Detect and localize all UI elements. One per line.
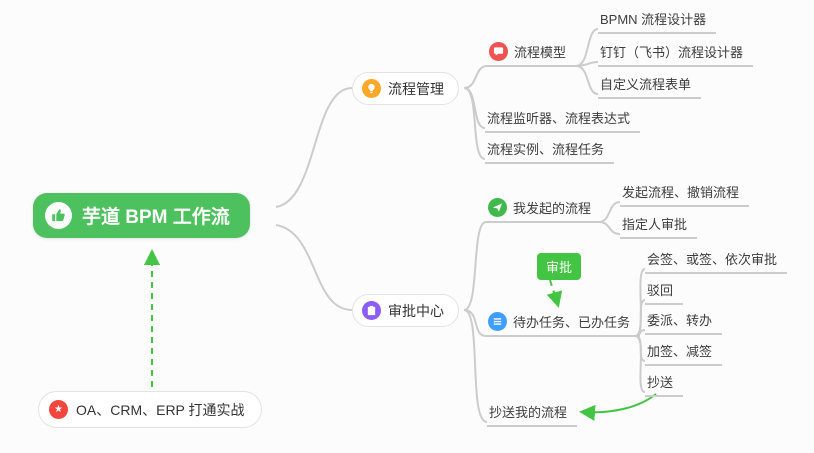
practice-note-node[interactable]: ★ OA、CRM、ERP 打通实战 <box>38 391 262 428</box>
leaf-dingtalk-designer[interactable]: 钉钉（飞书）流程设计器 <box>598 42 754 67</box>
badge-to-tasks-arrow <box>546 279 563 308</box>
leaf-process-listener[interactable]: 流程监听器、流程表达式 <box>485 108 641 133</box>
leaf-cc-my-process[interactable]: 抄送我的流程 <box>487 402 578 427</box>
root-label: 芋道 BPM 工作流 <box>82 207 230 228</box>
leaf-cc[interactable]: 抄送 <box>645 372 684 397</box>
node-tasks-label: 待办任务、已办任务 <box>513 315 631 330</box>
branch-approval-center[interactable]: 审批中心 <box>352 294 459 327</box>
star-icon: ★ <box>49 400 68 419</box>
leaf-reject[interactable]: 驳回 <box>645 280 684 305</box>
clipboard-icon <box>362 301 381 320</box>
leaf-custom-form[interactable]: 自定义流程表单 <box>598 74 702 99</box>
approval-badge[interactable]: 审批 <box>537 253 582 280</box>
leaf-initiate-cancel[interactable]: 发起流程、撤销流程 <box>620 182 750 207</box>
leaf-bpmn-designer[interactable]: BPMN 流程设计器 <box>598 9 717 34</box>
leaf-assignee-approval[interactable]: 指定人审批 <box>620 214 698 239</box>
leaf-add-remove-sign[interactable]: 加签、减签 <box>645 341 723 366</box>
paper-plane-icon <box>488 198 507 217</box>
root-node[interactable]: 芋道 BPM 工作流 <box>33 193 250 238</box>
leaf-process-instance[interactable]: 流程实例、流程任务 <box>485 139 615 164</box>
node-process-model-label: 流程模型 <box>514 45 567 60</box>
thumbs-up-icon <box>45 202 72 229</box>
node-my-initiated-label: 我发起的流程 <box>513 201 592 216</box>
practice-note-label: OA、CRM、ERP 打通实战 <box>76 401 245 418</box>
node-tasks[interactable]: 待办任务、已办任务 <box>486 312 641 337</box>
lightbulb-icon <box>362 79 381 98</box>
branch-process-management[interactable]: 流程管理 <box>352 72 459 105</box>
chat-bubble-icon <box>489 42 508 61</box>
node-my-initiated[interactable]: 我发起的流程 <box>486 198 602 223</box>
leaf-delegate[interactable]: 委派、转办 <box>645 310 723 335</box>
leaf-countersign[interactable]: 会签、或签、依次审批 <box>645 249 788 274</box>
node-process-model[interactable]: 流程模型 <box>487 42 577 67</box>
branch-approval-center-label: 审批中心 <box>388 302 444 319</box>
checklist-icon <box>488 312 507 331</box>
branch-process-management-label: 流程管理 <box>388 80 444 97</box>
